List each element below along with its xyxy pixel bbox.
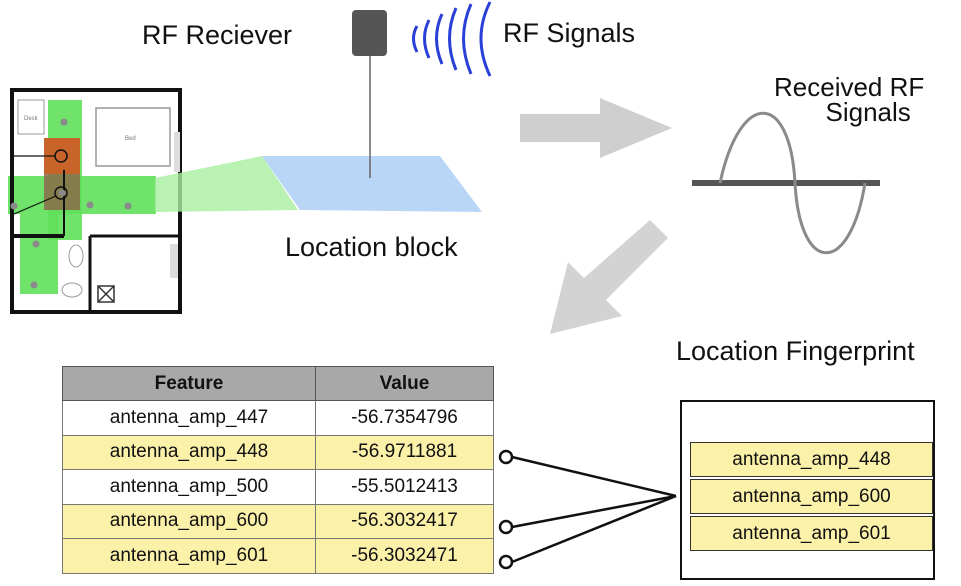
feature-cell: antenna_amp_448 (62, 434, 316, 470)
table-row-selected: antenna_amp_600 -56.3032417 (62, 503, 494, 539)
rf-receiver-icon (352, 10, 387, 56)
fingerprint-item: antenna_amp_600 (690, 479, 933, 514)
value-cell: -56.9711881 (315, 434, 494, 470)
fingerprint-item: antenna_amp_601 (690, 516, 933, 551)
projection-beam (155, 156, 298, 212)
fingerprint-item: antenna_amp_448 (690, 442, 933, 477)
received-rf-label: Received RF Signals (774, 72, 924, 128)
received-rf-line2: Signals (825, 97, 911, 127)
rf-signals-label: RF Signals (503, 18, 636, 48)
svg-text:Desk: Desk (24, 116, 39, 122)
value-cell: -55.5012413 (315, 469, 494, 505)
feature-cell: antenna_amp_600 (62, 503, 316, 539)
feature-cell: antenna_amp_447 (62, 400, 316, 436)
floor-plan: Desk Bed (8, 88, 182, 314)
location-fingerprint-label: Location Fingerprint (676, 336, 915, 366)
svg-text:Bed: Bed (125, 136, 136, 142)
rf-signal-waves-icon (412, 1, 492, 77)
fingerprint-box: antenna_amp_448 antenna_amp_600 antenna_… (680, 400, 935, 580)
received-rf-line1: Received RF (774, 72, 925, 102)
value-cell: -56.3032471 (315, 538, 494, 574)
arrow-right-icon (520, 98, 672, 158)
value-cell: -56.3032417 (315, 503, 494, 539)
sine-wave-icon (718, 111, 867, 255)
table-row-selected: antenna_amp_448 -56.9711881 (62, 434, 494, 470)
rf-receiver-label: RF Reciever (142, 20, 293, 50)
feature-table: Feature Value antenna_amp_447 -56.735479… (62, 366, 494, 574)
table-row-selected: antenna_amp_601 -56.3032471 (62, 538, 494, 574)
table-row: antenna_amp_447 -56.7354796 (62, 400, 494, 436)
feature-cell: antenna_amp_500 (62, 469, 316, 505)
location-block-label: Location block (285, 232, 458, 262)
arrow-down-left-icon (550, 220, 668, 334)
column-header-value: Value (315, 366, 494, 401)
table-row: antenna_amp_500 -55.5012413 (62, 469, 494, 505)
location-block-shape (262, 156, 482, 212)
feature-cell: antenna_amp_601 (62, 538, 316, 574)
column-header-feature: Feature (62, 366, 316, 401)
connector-lines (498, 449, 677, 570)
value-cell: -56.7354796 (315, 400, 494, 436)
table-header-row: Feature Value (62, 366, 494, 401)
